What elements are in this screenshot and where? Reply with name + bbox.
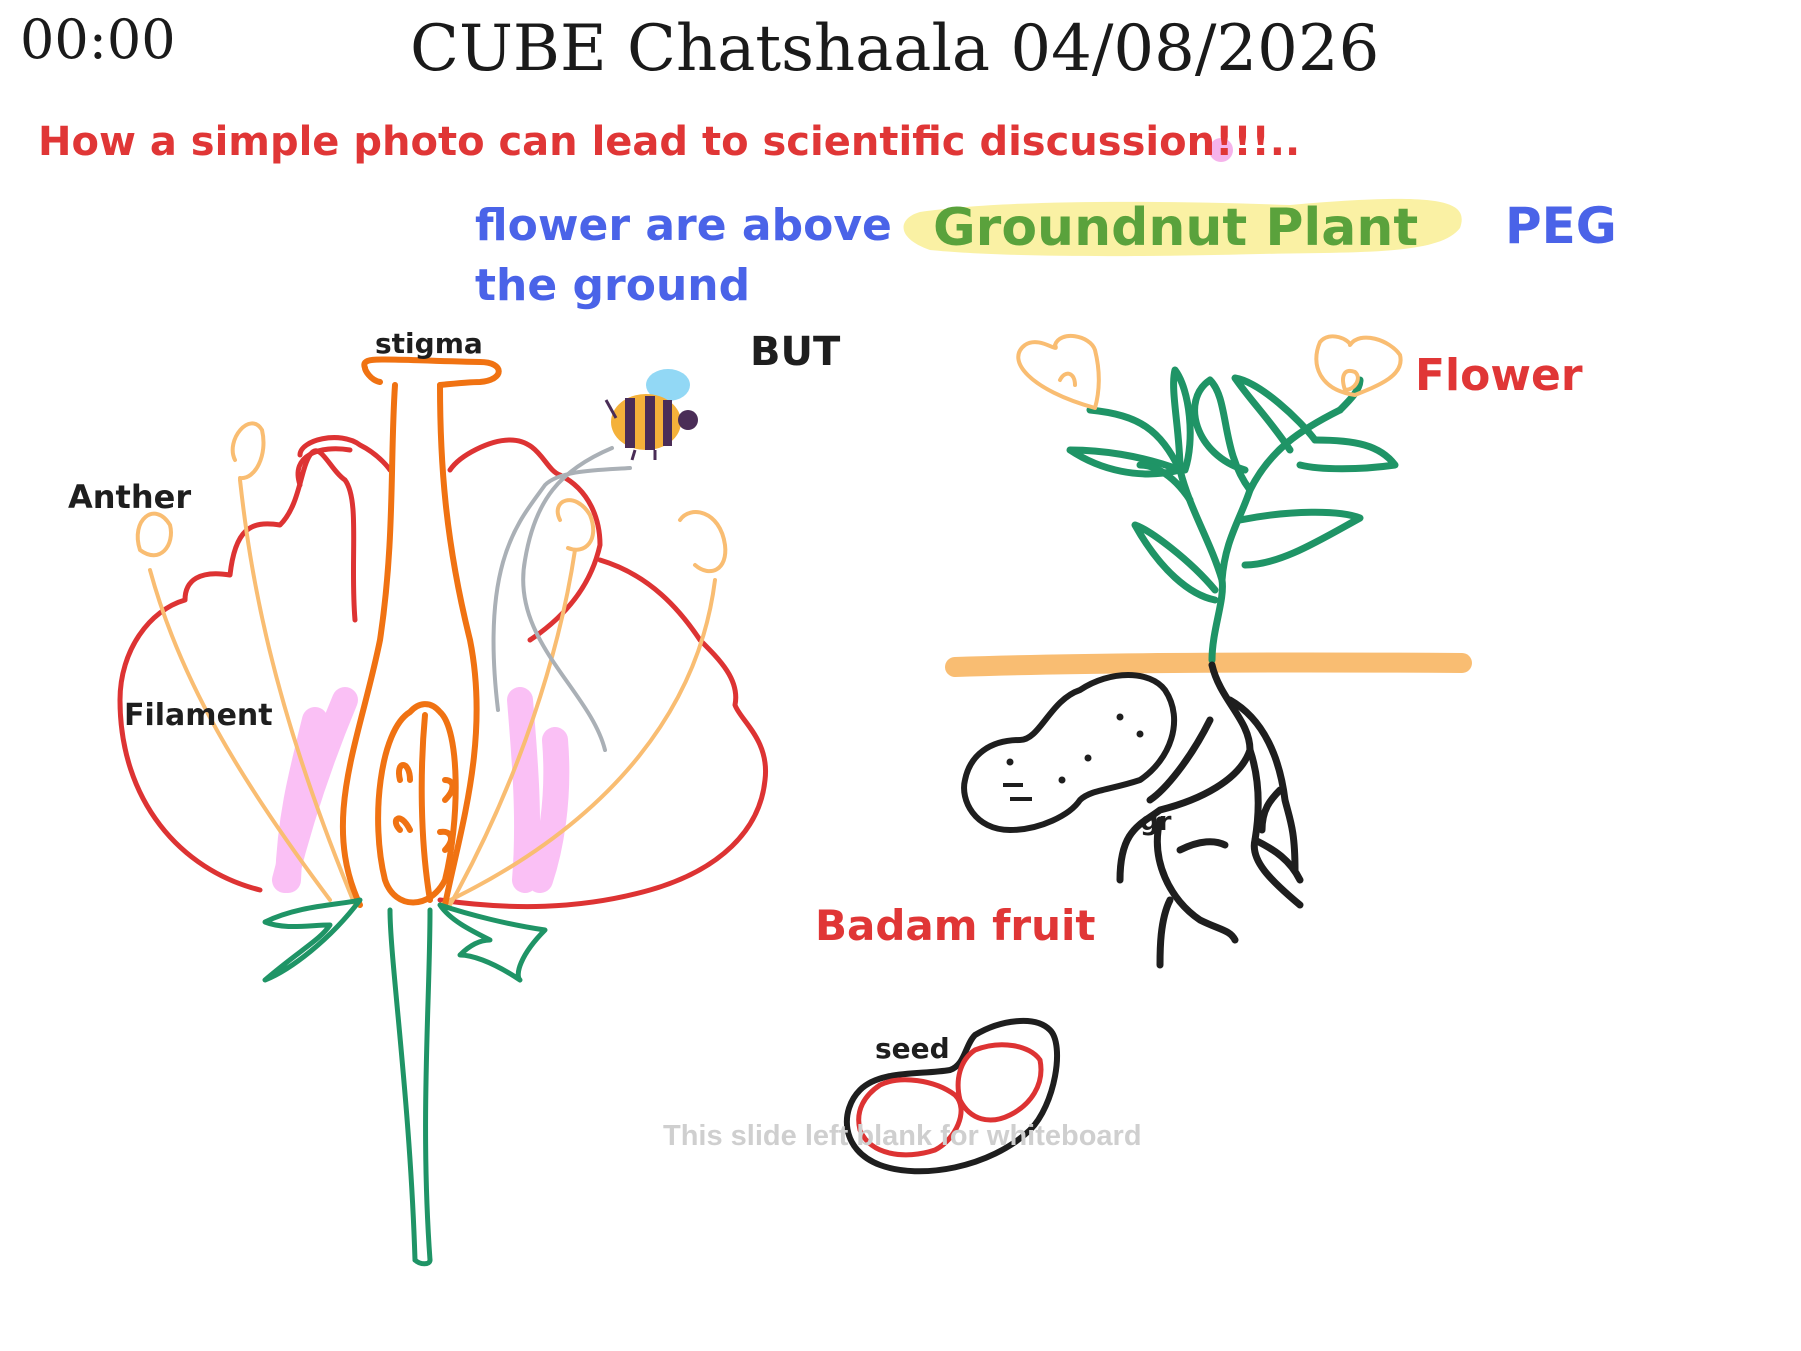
but-label: BUT: [750, 329, 841, 375]
note-line-1: flower are above: [475, 200, 892, 251]
petal-outline-far-right: [437, 557, 769, 910]
session-timer: 00:00: [20, 8, 176, 71]
anther-label: Anther: [68, 478, 191, 516]
bee-icon: [604, 369, 698, 461]
seed-pod: [844, 1017, 1060, 1175]
seed-label: seed: [875, 1032, 950, 1065]
root-label: gr: [1140, 807, 1172, 837]
petal-outline: [117, 448, 358, 893]
seed-diagram: [844, 1017, 1060, 1175]
filament-label: Filament: [124, 698, 273, 733]
stigma-label: stigma: [375, 327, 483, 360]
petal-outline-left: [297, 435, 393, 473]
highlight-stroke: [903, 198, 1462, 257]
highlight-label: Groundnut Plant: [933, 198, 1418, 258]
pink-highlights: [272, 687, 570, 893]
flower-label: Flower: [1415, 350, 1583, 401]
ovary: [375, 701, 459, 906]
petal-outline-top: [295, 446, 353, 488]
plant-leaves: [1066, 366, 1399, 664]
fruit-pod: [961, 672, 1177, 833]
headline-text: How a simple photo can lead to scientifi…: [38, 119, 1300, 165]
pollen-tube-2: [521, 446, 614, 752]
note-line-2: the ground: [475, 260, 750, 311]
pollen-tube: [491, 466, 632, 712]
blank-slide-watermark: This slide left blank for whiteboard: [663, 1120, 1142, 1152]
page-title: CUBE Chatshaala 04/08/2026: [410, 12, 1380, 86]
petal-outline-right: [447, 437, 603, 643]
groundnut-plant: [945, 334, 1472, 969]
seed-kernel-right: [955, 1042, 1044, 1123]
fruit-dots: [1003, 713, 1144, 801]
fruit-label: Badam fruit: [815, 901, 1096, 950]
pointer-dot: [1209, 138, 1233, 162]
plant-flowers: [1016, 334, 1403, 410]
flower-diagram: [117, 356, 769, 1267]
seed-kernel-left: [856, 1077, 964, 1158]
peg-label: PEG: [1505, 197, 1617, 255]
plant-roots: [1116, 661, 1304, 969]
pistil: [339, 356, 502, 908]
stamens: [135, 421, 728, 907]
soil-line: [945, 652, 1472, 677]
sepals-stem: [262, 897, 548, 1267]
